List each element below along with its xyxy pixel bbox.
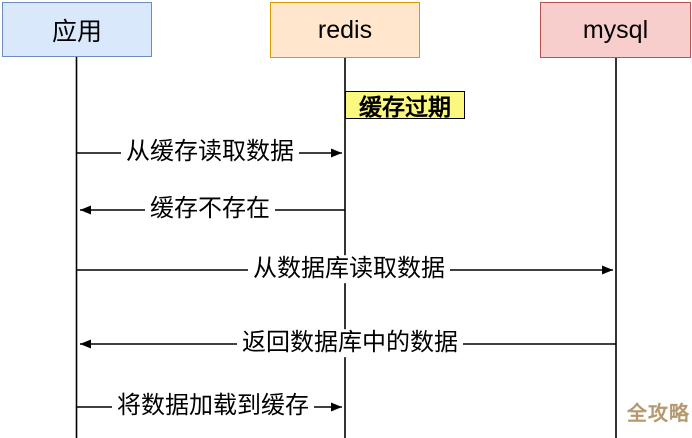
message-label-read-db: 从数据库读取数据 bbox=[248, 255, 450, 283]
actor-label-mysql: mysql bbox=[582, 15, 649, 44]
message-label-load-cache: 将数据加载到缓存 bbox=[112, 392, 314, 420]
actor-box-redis: redis bbox=[270, 2, 420, 58]
note-cache-expired: 缓存过期 bbox=[345, 91, 465, 120]
actor-box-app: 应用 bbox=[2, 2, 152, 57]
actor-label-app: 应用 bbox=[51, 17, 102, 46]
watermark: 全攻略 bbox=[627, 403, 690, 425]
actor-label-redis: redis bbox=[317, 15, 373, 44]
message-label-read-cache: 从缓存读取数据 bbox=[121, 138, 299, 166]
message-label-return-db: 返回数据库中的数据 bbox=[237, 329, 463, 357]
actor-box-mysql: mysql bbox=[540, 2, 691, 58]
message-label-cache-miss: 缓存不存在 bbox=[145, 195, 275, 223]
